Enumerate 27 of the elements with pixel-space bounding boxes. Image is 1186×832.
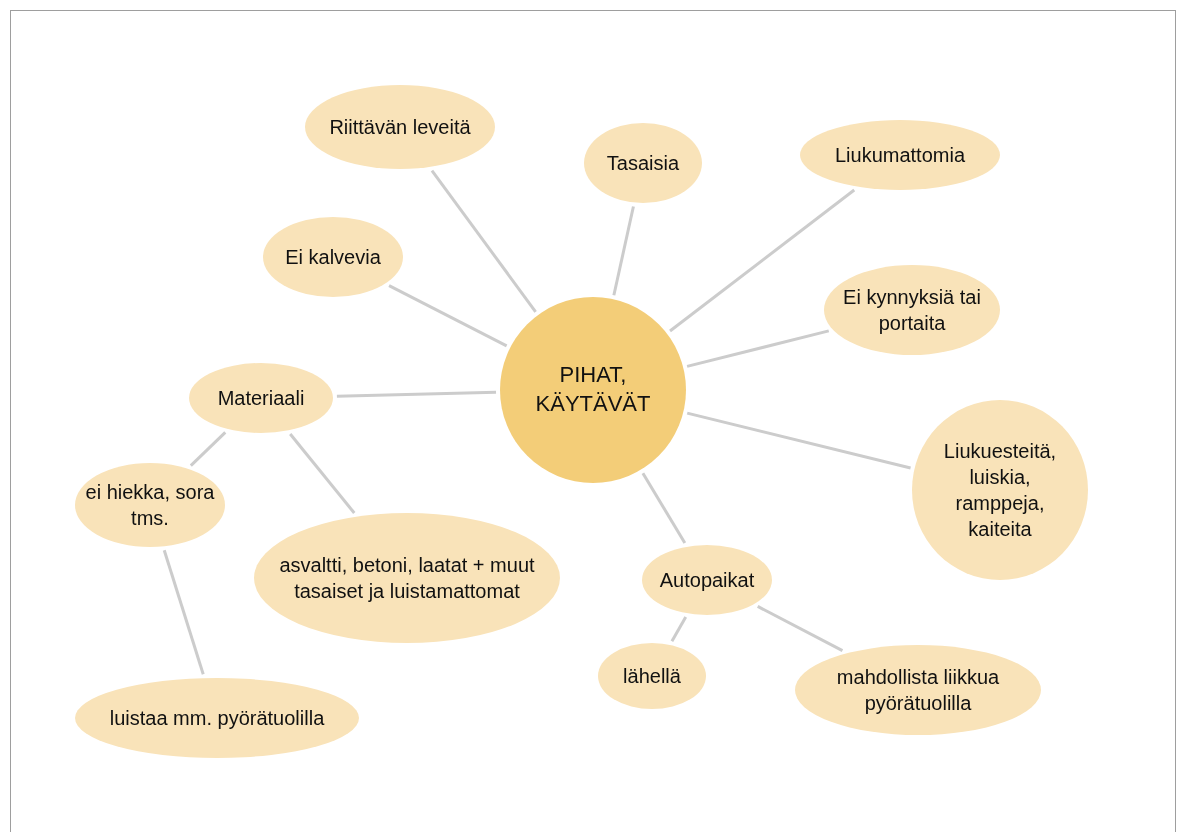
- topic-label: Riittävän leveitä: [329, 115, 471, 140]
- topic-label: Materiaali: [217, 386, 305, 411]
- topic-label: Liukuesteitä, luiskia, ramppeja, kaiteita: [942, 439, 1058, 542]
- connector-line: [669, 188, 856, 333]
- connector-line: [641, 472, 687, 544]
- topic-label: luistaa mm. pyörätuolilla: [109, 706, 325, 731]
- topic-label: Liukumattomia: [834, 143, 966, 168]
- connector-line: [189, 431, 227, 467]
- topic-label: Ei kalvevia: [285, 245, 381, 270]
- connector-line: [686, 411, 911, 470]
- topic-label: mahdollista liikkua pyörätuolilla: [835, 665, 1001, 716]
- topic-label: lähellä: [623, 664, 681, 689]
- topic-label: Tasaisia: [606, 151, 680, 176]
- topic-label: asvaltti, betoni, laatat + muut tasaiset ja luistamattomat: [278, 553, 536, 604]
- topic-label: Ei kynnyksiä tai portaita: [842, 285, 982, 336]
- connector-line: [757, 605, 844, 652]
- topic-label: ei hiekka, sora tms.: [85, 480, 215, 531]
- connector-line: [670, 616, 688, 642]
- topic-label: PIHAT, KÄYTÄVÄT: [534, 361, 652, 418]
- connector-line: [430, 169, 537, 313]
- connector-line: [612, 206, 635, 296]
- connector-line: [162, 549, 205, 675]
- connector-line: [686, 329, 830, 368]
- connector-line: [388, 284, 508, 348]
- connector-line: [336, 390, 497, 398]
- topic-label: Autopaikat: [659, 568, 755, 593]
- connector-line: [289, 433, 356, 514]
